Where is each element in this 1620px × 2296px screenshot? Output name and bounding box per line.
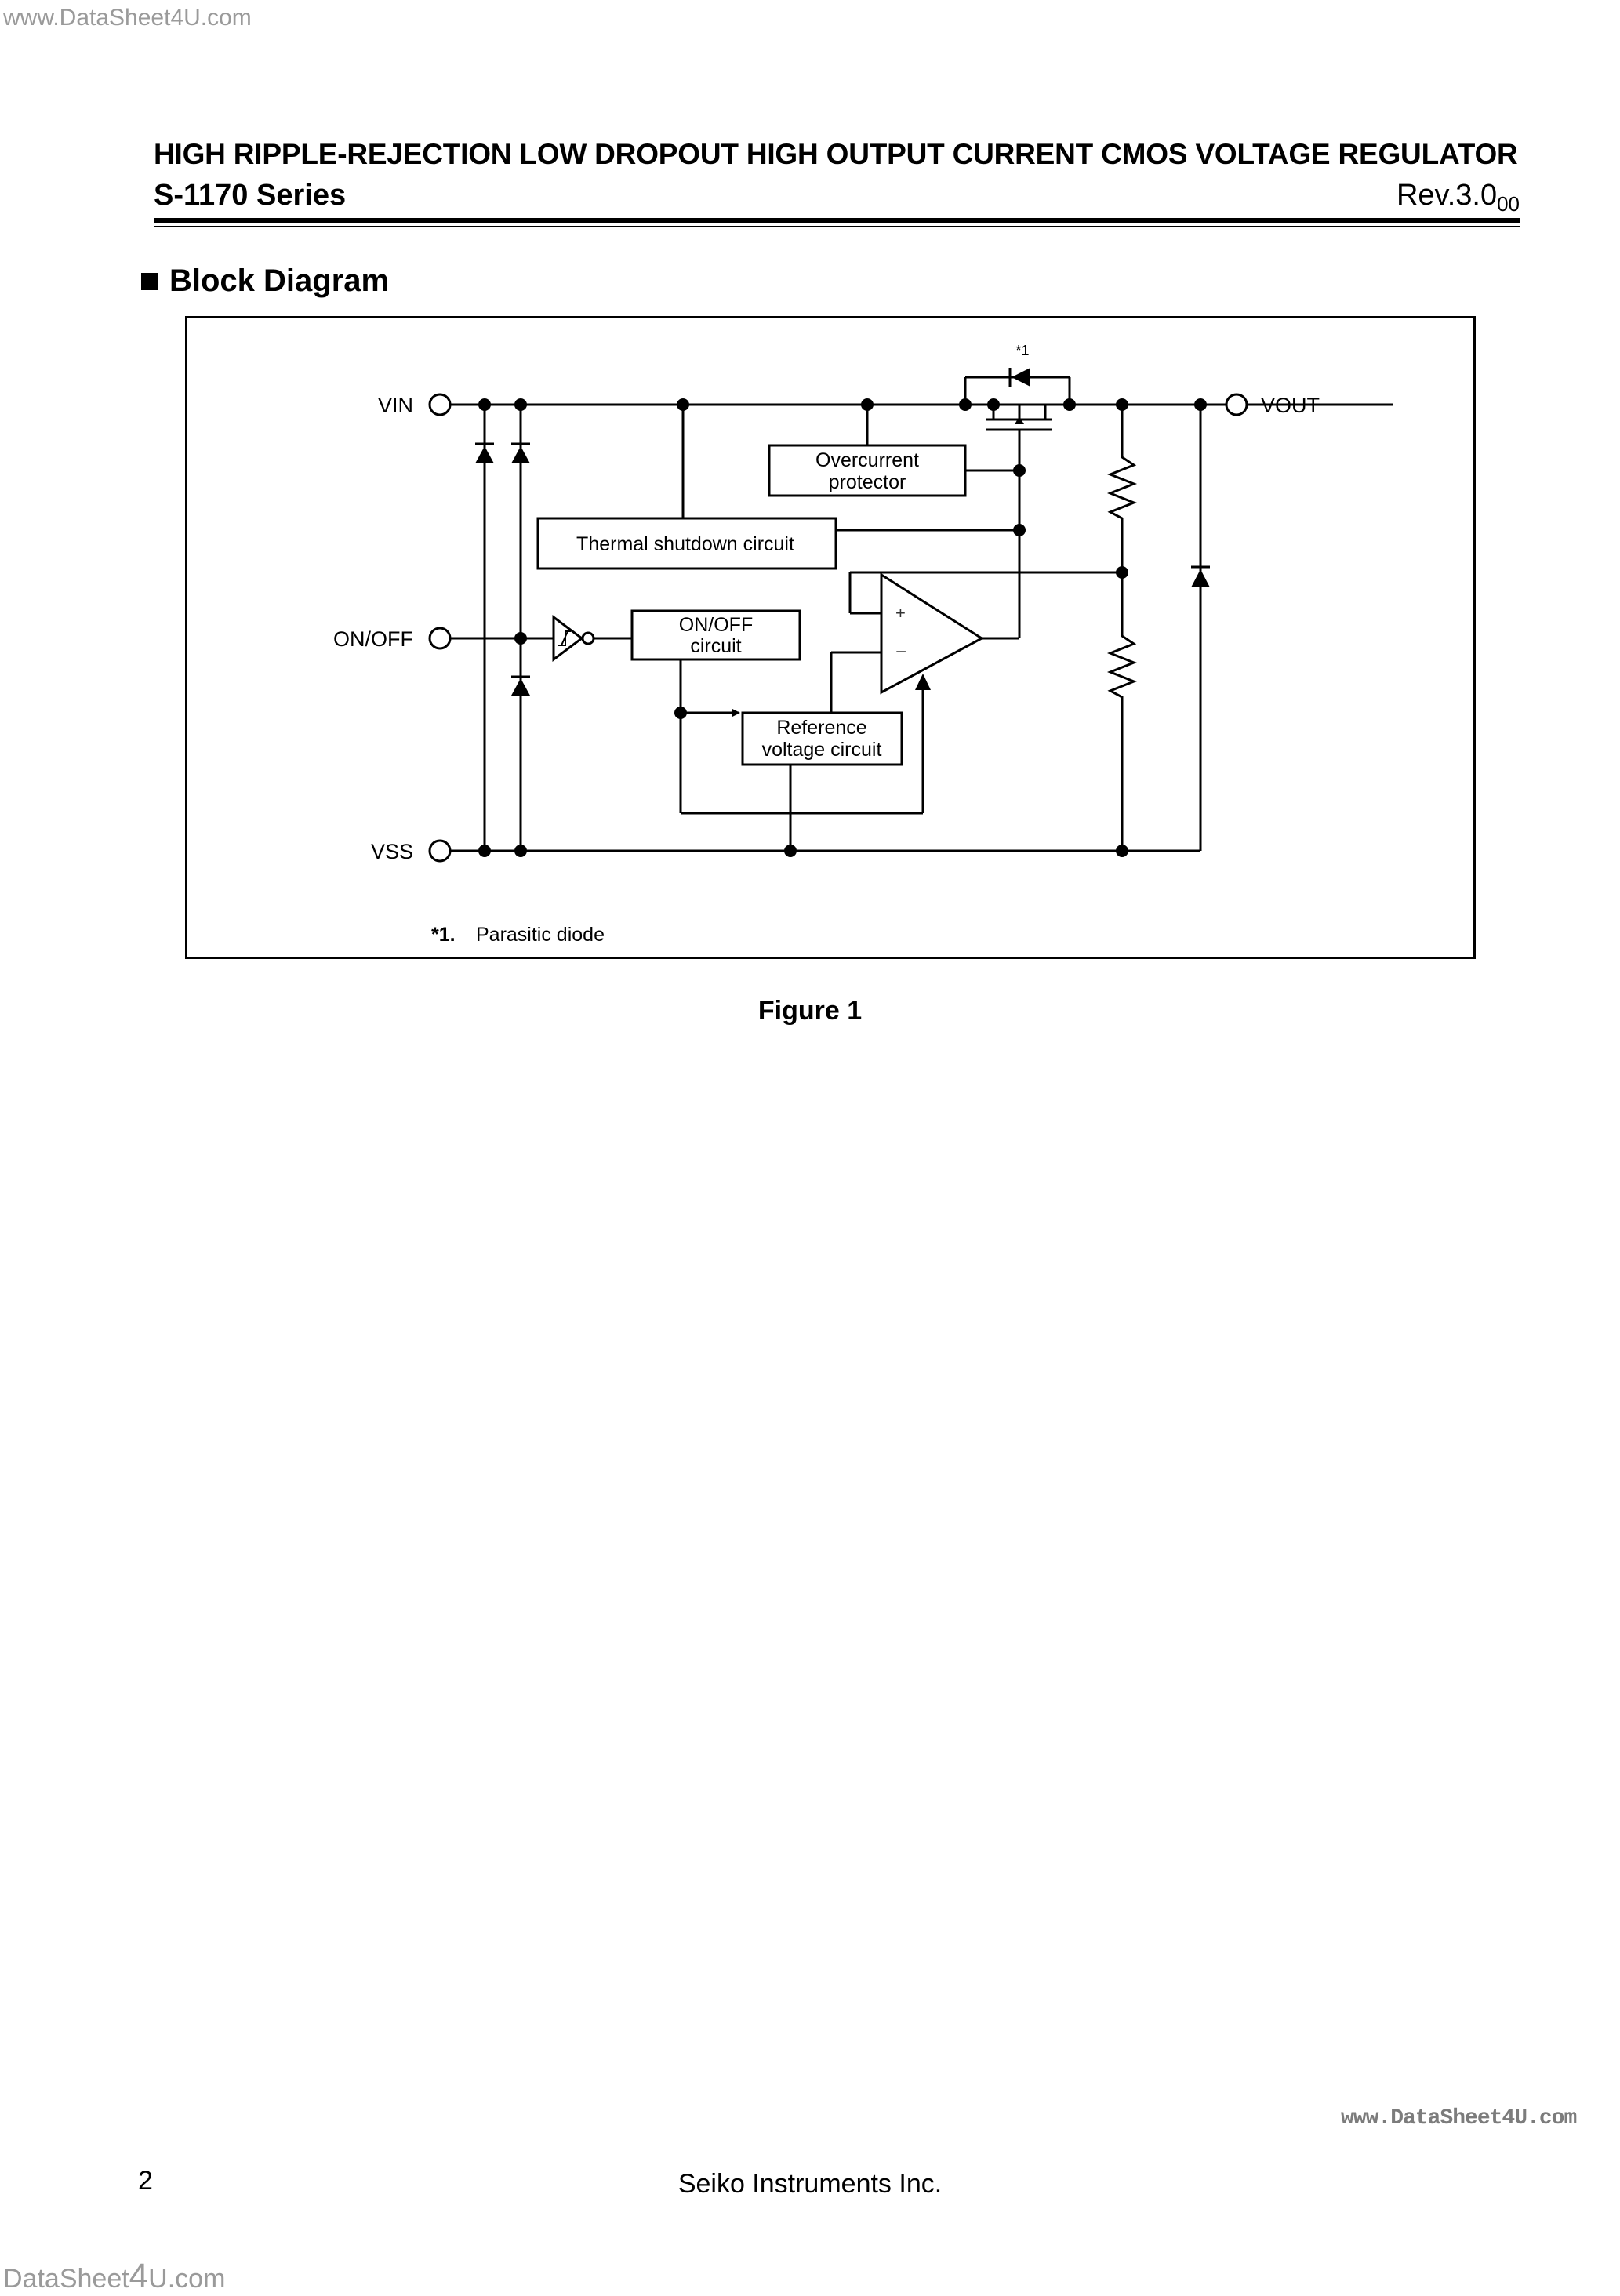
- diode-icon: [511, 442, 530, 463]
- section-title: Block Diagram: [169, 263, 390, 298]
- revision-number: Rev.3.0: [1396, 179, 1498, 212]
- amplifier-triangle-icon: [880, 572, 984, 695]
- watermark-bottom-digit: 4: [129, 2257, 149, 2295]
- diode-icon: [1191, 565, 1210, 587]
- diode-icon: [511, 675, 530, 696]
- watermark-top: www.DataSheet4U.com: [3, 5, 252, 31]
- resistor-icon: [1106, 447, 1138, 526]
- schmitt-inverter-icon: [552, 615, 595, 662]
- pin-label-vss: VSS: [371, 840, 413, 863]
- reference-label-2: voltage circuit: [762, 739, 882, 761]
- company-name: Seiko Instruments Inc.: [677, 2169, 943, 2199]
- overcurrent-label-1: Overcurrent: [815, 449, 919, 471]
- onoff-terminal: [428, 627, 452, 650]
- parasitic-diode-icon: [1008, 368, 1030, 424]
- diagram-wires: [451, 403, 1393, 852]
- footnote-mark: *1.: [431, 924, 456, 946]
- square-bullet-icon: [141, 272, 158, 290]
- onoff-circuit-label-1: ON/OFF: [679, 614, 753, 636]
- block-diagram: *1 + − Overcurrent protector Thermal shu…: [333, 343, 1393, 946]
- pin-label-onoff: ON/OFF: [333, 627, 413, 651]
- vout-terminal: [1225, 393, 1248, 416]
- bias-arrow-icon: [915, 674, 931, 690]
- output-transistor-icon: [964, 376, 1071, 445]
- footnote-text: Parasitic diode: [476, 924, 605, 946]
- resistor-icon: [1106, 626, 1138, 705]
- reference-label-1: Reference: [776, 717, 866, 739]
- parasitic-mark: *1: [1015, 343, 1029, 358]
- input-protection-diodes: [475, 442, 1210, 696]
- voltage-divider-resistors: [1106, 447, 1138, 705]
- amp-plus: +: [895, 603, 906, 623]
- page-number: 2: [138, 2166, 153, 2196]
- overcurrent-label-2: protector: [829, 471, 906, 493]
- header-rule-thick: [154, 218, 1520, 223]
- onoff-circuit-label-2: circuit: [690, 635, 741, 657]
- watermark-right: www.DataSheet4U.com: [1341, 2106, 1577, 2131]
- pin-label-vout: VOUT: [1261, 394, 1320, 417]
- product-series: S-1170 Series: [154, 179, 347, 212]
- pin-terminals: [428, 393, 1248, 863]
- diagram-frame: [185, 316, 1476, 959]
- diode-icon: [475, 442, 494, 463]
- vin-terminal: [428, 393, 452, 416]
- watermark-bottom: DataSheet4U.com: [3, 2257, 225, 2296]
- section-heading: Block Diagram: [141, 263, 389, 299]
- vss-terminal: [428, 839, 452, 863]
- document-title: HIGH RIPPLE-REJECTION LOW DROPOUT HIGH O…: [154, 138, 1518, 170]
- thermal-shutdown-block: Thermal shutdown circuit: [536, 517, 837, 570]
- amp-minus: −: [895, 641, 906, 663]
- reference-voltage-block: Reference voltage circuit: [741, 711, 903, 766]
- watermark-bottom-prefix: DataSheet: [3, 2264, 129, 2294]
- figure-caption: Figure 1: [757, 996, 863, 1026]
- revision-sub: 00: [1497, 192, 1520, 216]
- thermal-label: Thermal shutdown circuit: [576, 533, 794, 555]
- watermark-bottom-suffix: U.com: [148, 2264, 226, 2294]
- error-amplifier: + −: [880, 572, 984, 695]
- revision-label: Rev.3.000: [1397, 179, 1520, 216]
- pin-label-vin: VIN: [378, 394, 413, 417]
- overcurrent-protector-block: Overcurrent protector: [768, 444, 967, 497]
- header-rule-thin: [154, 226, 1520, 227]
- onoff-circuit-block: ON/OFF circuit: [630, 609, 801, 661]
